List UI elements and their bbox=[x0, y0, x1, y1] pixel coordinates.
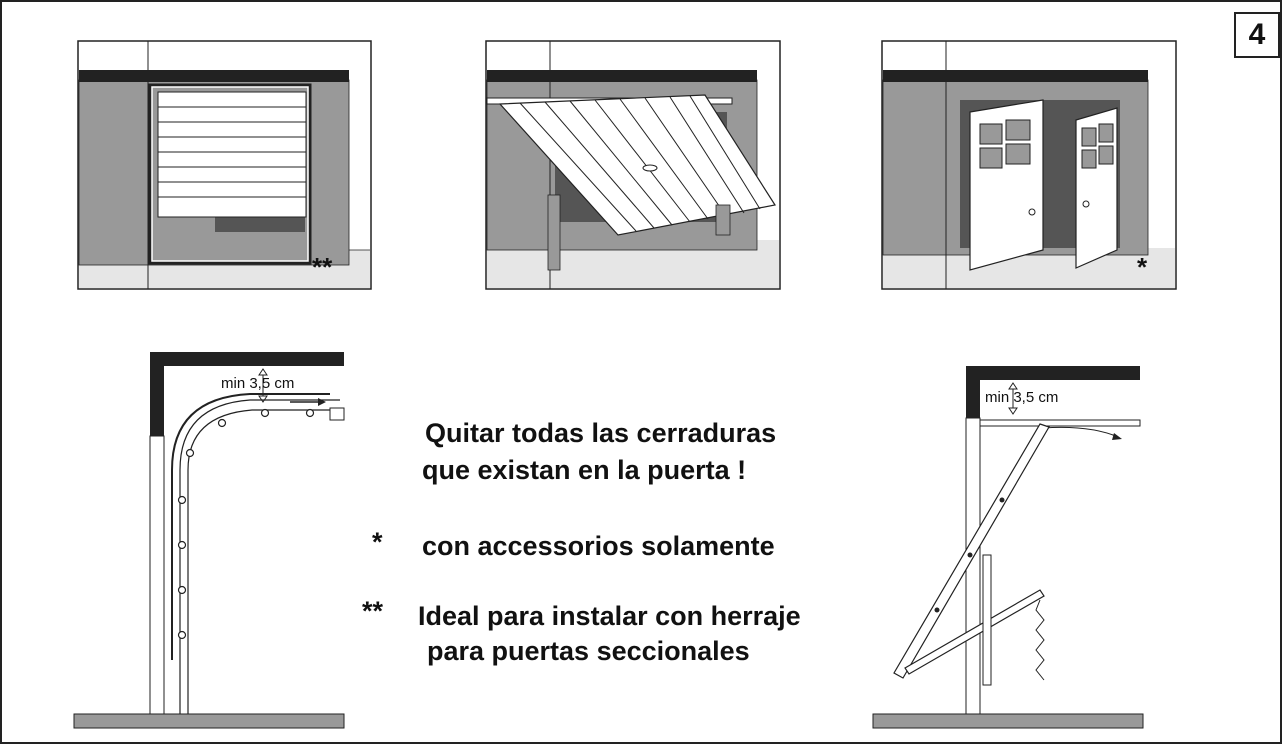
single-star-note: con accessorios solamente bbox=[422, 531, 775, 561]
rolling-door-mark: ** bbox=[312, 252, 333, 282]
double-star-note-line-1: Ideal para instalar con herraje bbox=[418, 601, 801, 631]
sectional-door-section: min 3,5 cm bbox=[73, 352, 345, 729]
up-over-leaf-open bbox=[893, 423, 1050, 679]
note-line-1: Quitar todas las cerraduras bbox=[425, 418, 777, 448]
sectional-track bbox=[171, 393, 345, 714]
up-over-door-section: min 3,5 cm bbox=[872, 366, 1144, 729]
right-swing-leaf bbox=[1075, 107, 1118, 269]
single-star-marker: * bbox=[372, 527, 383, 557]
rolling-door-curtain bbox=[157, 91, 307, 218]
rolling-door-panel: ** bbox=[77, 40, 372, 290]
sectional-clearance-label: min 3,5 cm bbox=[221, 375, 294, 392]
swing-door-mark: * bbox=[1137, 252, 1148, 282]
up-over-door-leaf bbox=[498, 94, 776, 236]
left-swing-leaf bbox=[969, 99, 1044, 271]
note-line-2: que existan en la puerta ! bbox=[422, 455, 747, 485]
swing-door-panel: * bbox=[881, 40, 1177, 290]
page-number: 4 bbox=[1234, 12, 1280, 58]
up-over-door-panel bbox=[485, 40, 781, 290]
up-over-clearance-label: min 3,5 cm bbox=[985, 389, 1058, 406]
up-over-leaf-closed bbox=[904, 554, 1045, 686]
double-star-note-line-2: para puertas seccionales bbox=[427, 636, 750, 666]
double-star-marker: ** bbox=[362, 596, 384, 626]
